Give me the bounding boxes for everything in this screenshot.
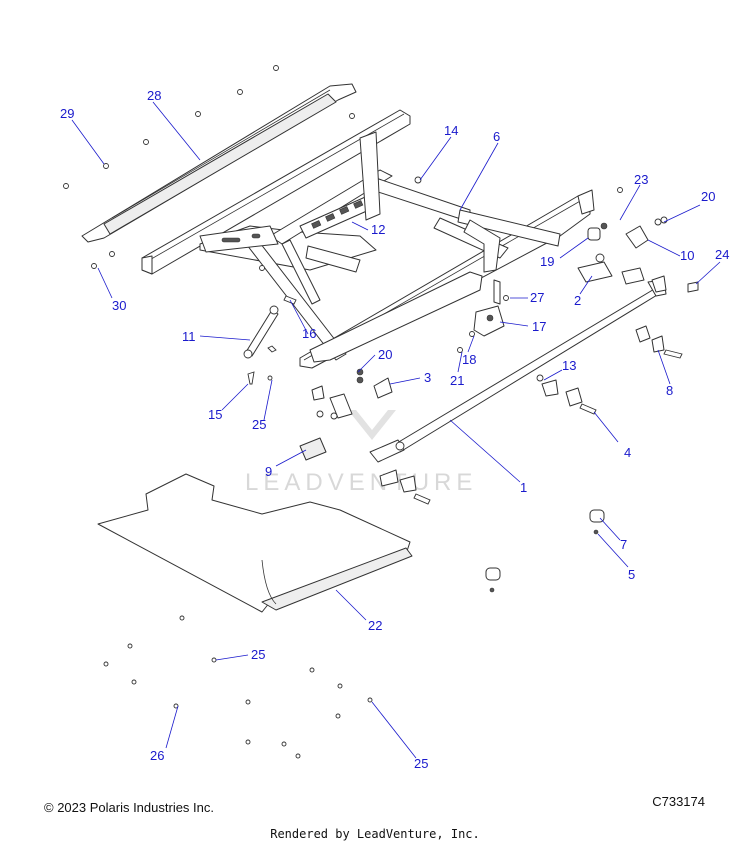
bracket-part-2: [577, 253, 613, 283]
copyright-text: © 2023 Polaris Industries Inc.: [44, 800, 214, 815]
clip-part-24: [687, 281, 699, 293]
hardware-part-8: [635, 325, 683, 359]
callout-23: 23: [634, 172, 648, 187]
callout-labels: 28 29 14 6 12 23 20 10 19 24 2 27 17 18 …: [60, 88, 729, 771]
bushing-part-9: [299, 437, 327, 461]
callout-30: 30: [112, 298, 126, 313]
callout-29: 29: [60, 106, 74, 121]
watermark-text: LEADVENTURE: [245, 469, 477, 496]
hardware-middle-left: [311, 385, 353, 420]
mount-lower: [485, 567, 501, 593]
callout-15: 15: [208, 407, 222, 422]
callout-22: 22: [368, 618, 382, 633]
callout-21: 21: [450, 373, 464, 388]
diagram-code: C733174: [652, 794, 705, 809]
callout-3: 3: [424, 370, 431, 385]
leader-lines: [71, 101, 721, 759]
main-frame-part-6: [141, 109, 595, 369]
callout-8: 8: [666, 383, 673, 398]
bracket-part-3: [356, 368, 393, 399]
callout-6: 6: [493, 129, 500, 144]
callout-26: 26: [150, 748, 164, 763]
callout-20-mid: 20: [378, 347, 392, 362]
callout-7: 7: [620, 537, 627, 552]
callout-25-mid: 25: [252, 417, 266, 432]
callout-25-bottom: 25: [414, 756, 428, 771]
callout-28: 28: [147, 88, 161, 103]
callout-4: 4: [624, 445, 631, 460]
parts-cluster-right-top: [587, 216, 668, 293]
callout-9: 9: [265, 464, 272, 479]
skid-plate-part-22: [97, 473, 413, 613]
callout-27: 27: [530, 290, 544, 305]
callout-1: 1: [520, 480, 527, 495]
mount-part-7: [589, 509, 605, 535]
callout-18: 18: [462, 352, 476, 367]
hardware-part-13: [536, 374, 597, 415]
hardware-center: [379, 469, 431, 505]
callout-10: 10: [680, 248, 694, 263]
watermark: LEADVENTURE: [245, 410, 477, 496]
callout-24: 24: [715, 247, 729, 262]
callout-5: 5: [628, 567, 635, 582]
callout-17: 17: [532, 319, 546, 334]
callout-16: 16: [302, 326, 316, 341]
strut-part-11: [243, 295, 297, 359]
angle-rail-part-28: [81, 83, 357, 243]
bracket-part-17: [473, 279, 505, 337]
callout-13: 13: [562, 358, 576, 373]
callout-14: 14: [444, 123, 458, 138]
callout-2: 2: [574, 293, 581, 308]
loose-fasteners: [63, 65, 623, 759]
callout-20-top: 20: [701, 189, 715, 204]
callout-25-left: 25: [251, 647, 265, 662]
callout-11: 11: [182, 329, 196, 344]
callout-12: 12: [371, 222, 385, 237]
callout-19: 19: [540, 254, 554, 269]
rendered-by-text: Rendered by LeadVenture, Inc.: [270, 827, 480, 841]
